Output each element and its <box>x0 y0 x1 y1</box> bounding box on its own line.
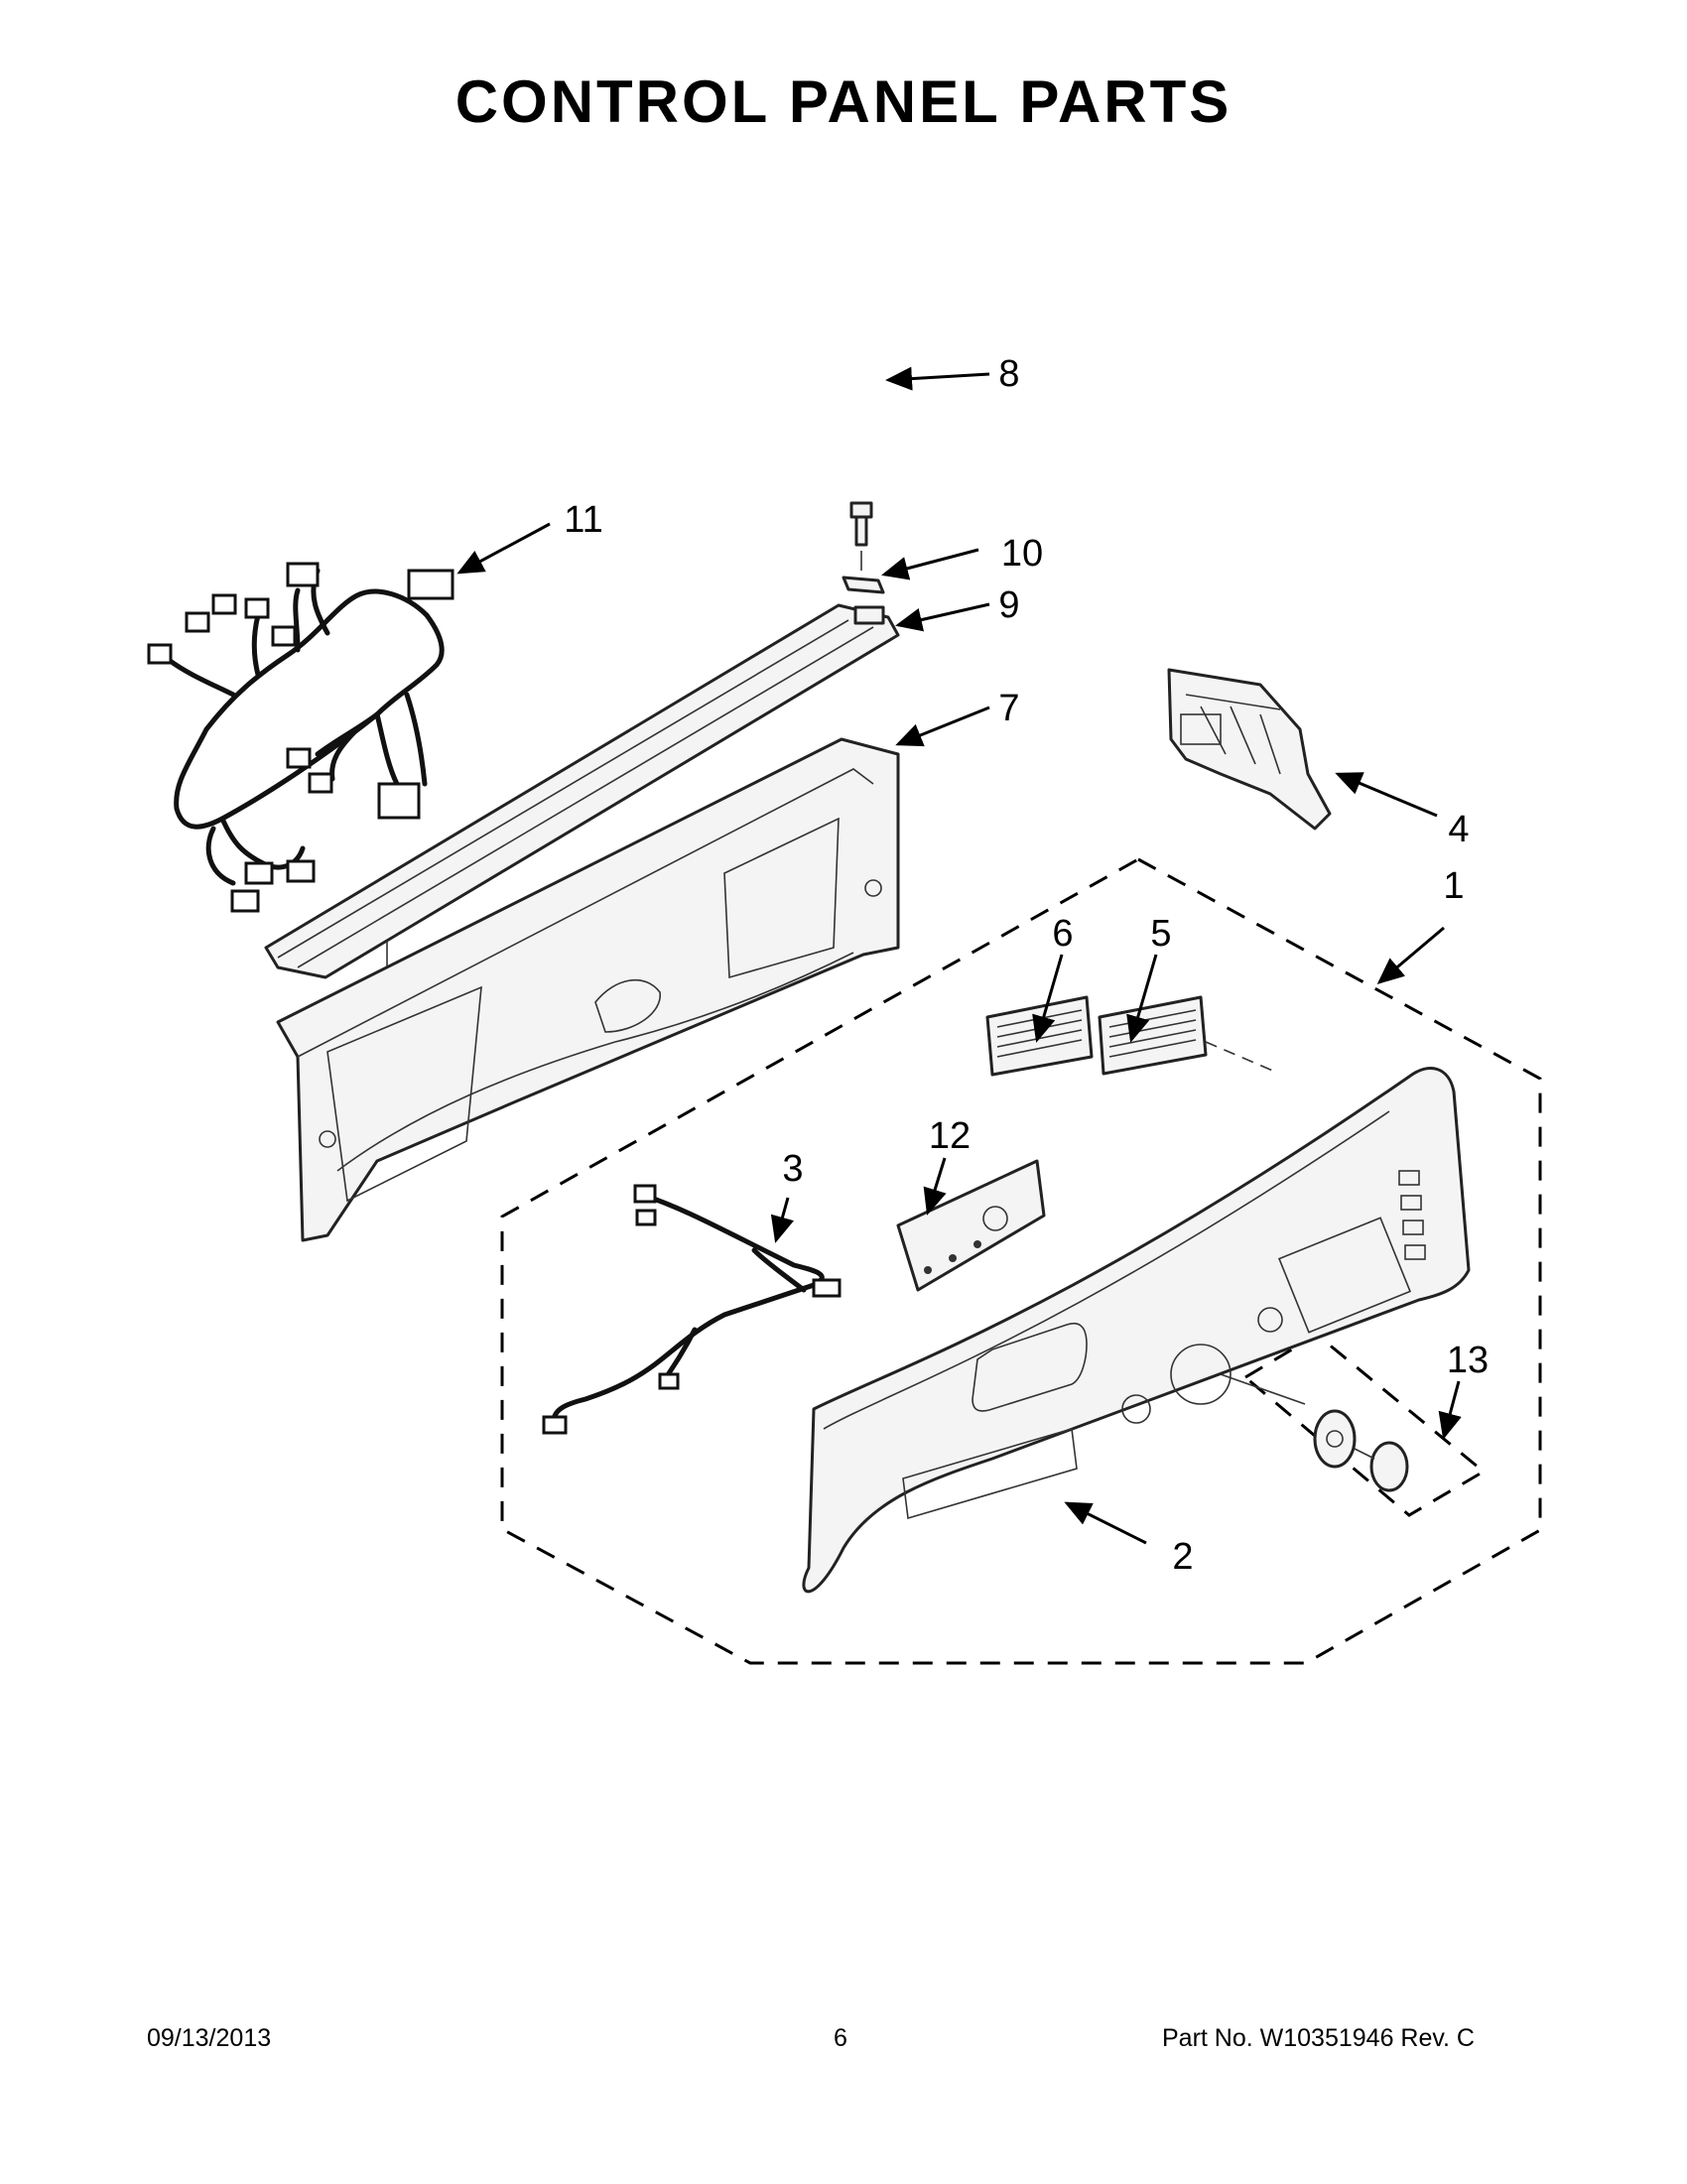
main-wire-harness <box>147 562 454 913</box>
footer-part-number: Part No. W10351946 Rev. C <box>1162 2024 1475 2052</box>
callout-arrows <box>456 366 1462 1545</box>
callout-10: 10 <box>1001 533 1043 575</box>
control-panel-assembly-outline <box>500 857 1542 1665</box>
knob-kit-outline <box>1242 1333 1487 1517</box>
page-title: CONTROL PANEL PARTS <box>454 68 1233 135</box>
callout-8: 8 <box>998 353 1019 395</box>
callout-4: 4 <box>1448 809 1469 850</box>
callout-5: 5 <box>1150 913 1171 955</box>
callout-9: 9 <box>998 584 1019 626</box>
ui-board <box>896 1159 1046 1292</box>
callout-12: 12 <box>929 1115 971 1157</box>
ribbon-cable-b <box>1098 995 1208 1076</box>
callout-2: 2 <box>1172 1536 1193 1578</box>
callout-1: 1 <box>1443 865 1464 907</box>
clip <box>842 576 885 594</box>
console-harness <box>542 1184 842 1435</box>
callout-3: 3 <box>782 1148 803 1190</box>
callout-11: 11 <box>564 499 602 541</box>
console-front-panel <box>802 1067 1471 1594</box>
control-knob <box>1313 1409 1409 1492</box>
screw <box>849 501 873 571</box>
control-board <box>1167 668 1332 831</box>
footer-date: 09/13/2013 <box>147 2024 272 2052</box>
top-bracket-rail <box>264 603 900 979</box>
callout-numbers: 1 2 3 4 5 6 7 8 9 10 11 12 13 <box>564 353 1489 1578</box>
callout-7: 7 <box>998 688 1019 729</box>
callout-13: 13 <box>1447 1340 1489 1381</box>
footer-page-number: 6 <box>834 2024 847 2052</box>
console-frame <box>276 737 900 1242</box>
callout-6: 6 <box>1052 913 1073 955</box>
